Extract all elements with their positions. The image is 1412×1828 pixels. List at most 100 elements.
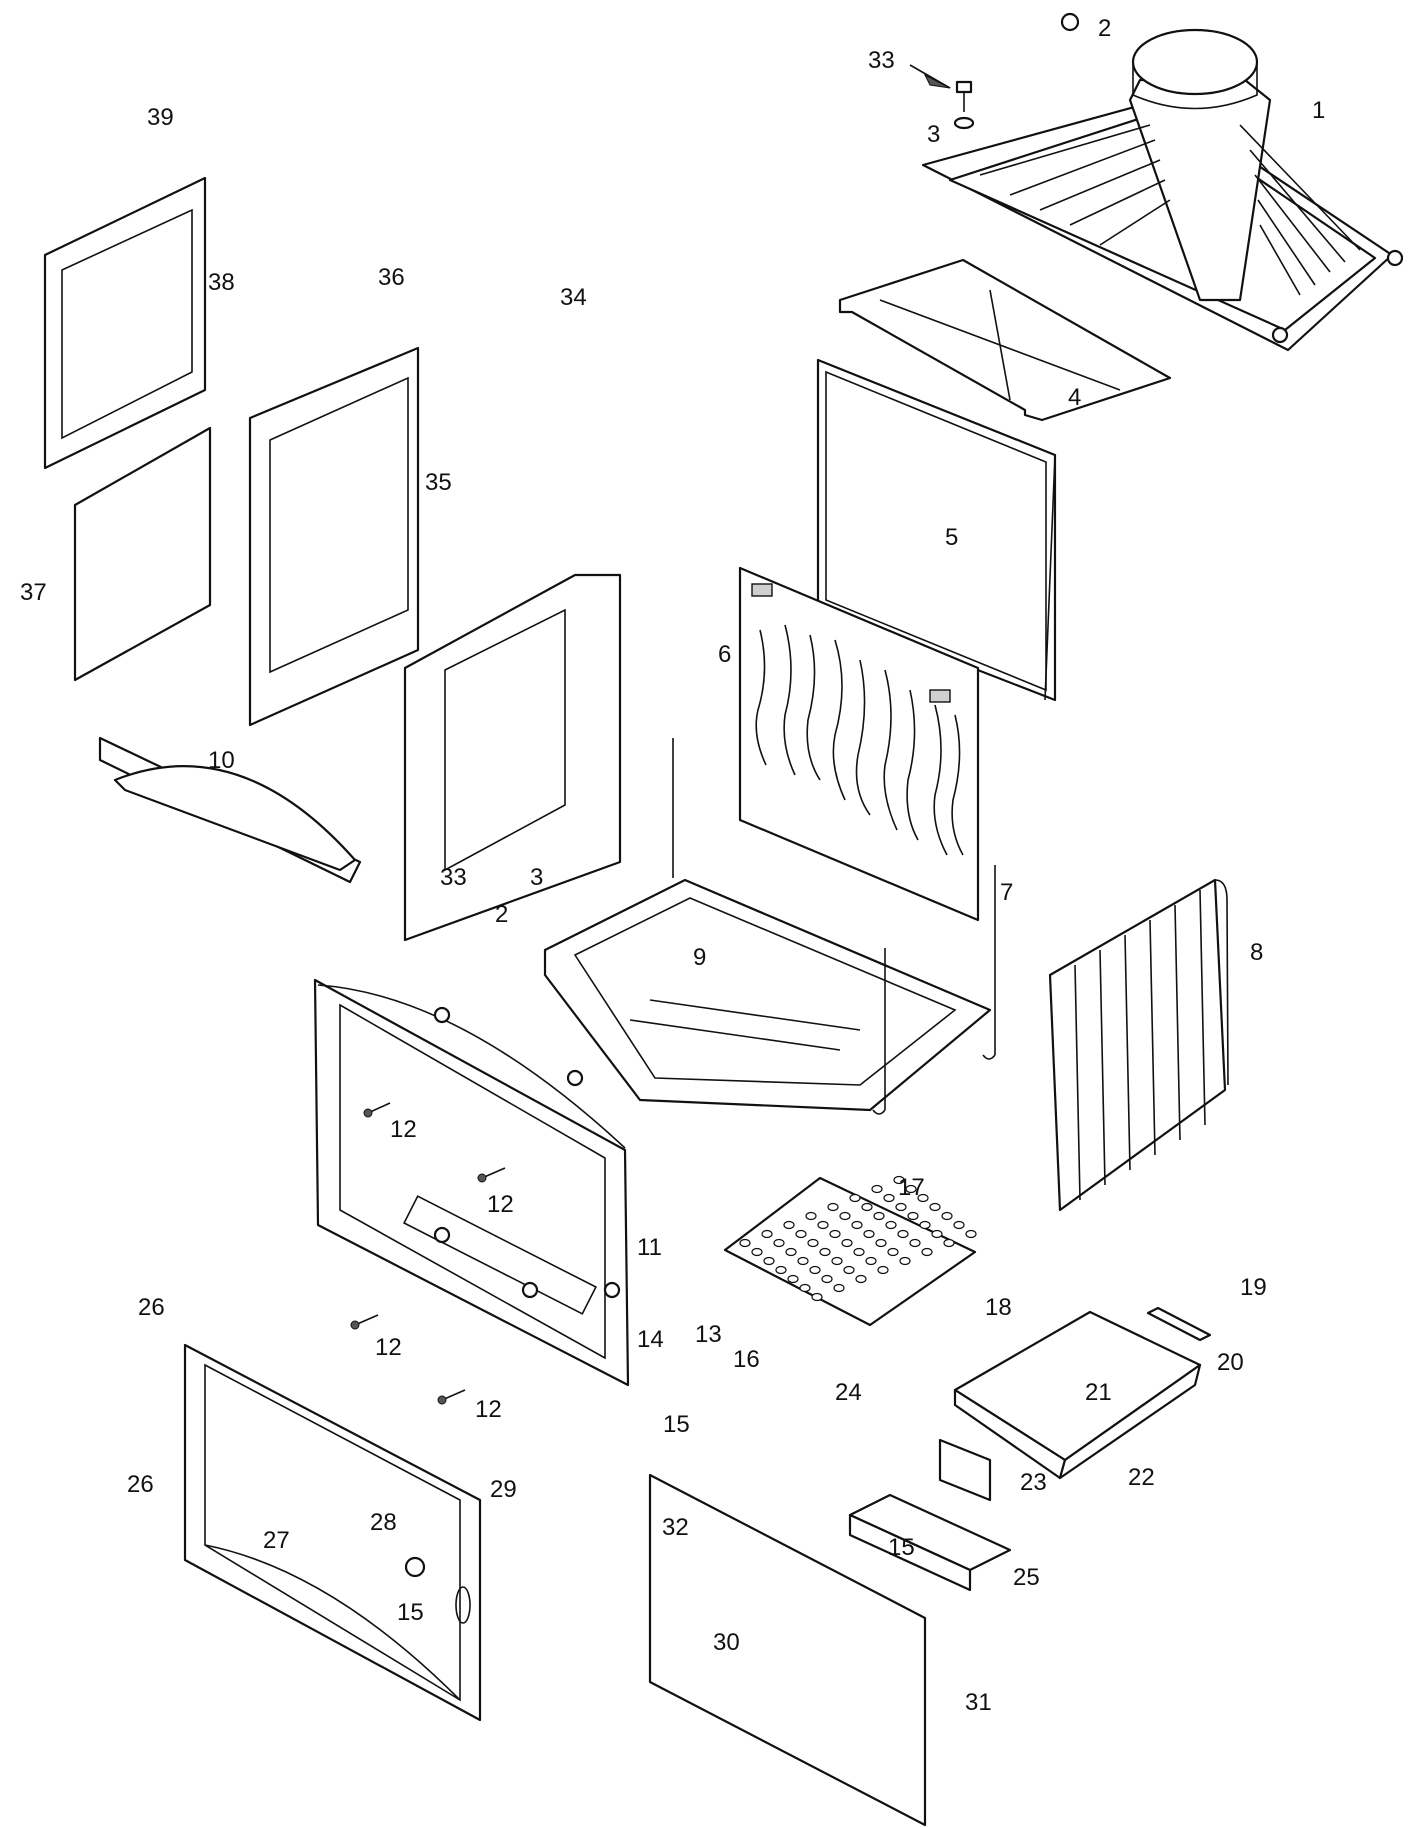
grate-hole (855, 1274, 867, 1284)
label-28: 28 (370, 1509, 397, 1536)
grate-hole (895, 1202, 907, 1212)
grate-hole (907, 1211, 919, 1221)
grate-hole (785, 1247, 797, 1257)
grate-hole (811, 1292, 823, 1302)
label-36: 36 (378, 264, 405, 291)
label-12d: 12 (475, 1396, 502, 1423)
label-30: 30 (713, 1629, 740, 1656)
label-38: 38 (208, 269, 235, 296)
label-2b: 2 (495, 901, 508, 928)
label-23: 23 (1020, 1469, 1047, 1496)
grate-hole (819, 1247, 831, 1257)
part-9-base-pan (543, 738, 992, 1115)
part-33-bolt-top (909, 64, 975, 130)
part-10-trim (98, 736, 362, 884)
part-37-glass-pane (73, 426, 212, 682)
label-14: 14 (637, 1326, 664, 1353)
part-29-door (183, 1343, 482, 1722)
grate-hole (941, 1211, 953, 1221)
grate-hole (887, 1247, 899, 1257)
part-1-top-hood (921, 12, 1404, 352)
part-5-back-panel (816, 358, 1057, 702)
label-2: 2 (1098, 15, 1111, 42)
label-15a: 15 (663, 1411, 690, 1438)
label-7: 7 (1000, 879, 1013, 906)
part-35-side-panel (248, 346, 420, 727)
grate-hole (795, 1229, 807, 1239)
part-34-side-liner (403, 573, 622, 942)
label-18: 18 (985, 1294, 1012, 1321)
part-4-baffle-plate (838, 258, 1172, 422)
grate-hole (751, 1247, 763, 1257)
label-32: 32 (662, 1514, 689, 1541)
label-4: 4 (1068, 384, 1081, 411)
grate-hole (839, 1211, 851, 1221)
grate-hole (763, 1256, 775, 1266)
part-8-side-panel (1048, 878, 1229, 1212)
label-24: 24 (835, 1379, 862, 1406)
grate-hole (863, 1229, 875, 1239)
grate-hole (783, 1220, 795, 1230)
grate-hole (953, 1220, 965, 1230)
label-9: 9 (693, 944, 706, 971)
grate-hole (893, 1175, 905, 1185)
grate-hole (873, 1211, 885, 1221)
label-12a: 12 (390, 1116, 417, 1143)
label-15b: 15 (888, 1534, 915, 1561)
grate-hole (929, 1202, 941, 1212)
grate-hole (905, 1184, 917, 1194)
grate-hole (799, 1283, 811, 1293)
grate-hole (833, 1283, 845, 1293)
grate-hole (861, 1202, 873, 1212)
part-labels: 1 2 3 33 4 5 6 7 8 9 10 11 12 12 12 12 2… (20, 15, 1325, 1716)
part-6-fireback-panel (738, 566, 980, 922)
grate-hole (797, 1256, 809, 1266)
label-11: 11 (637, 1234, 662, 1261)
label-39: 39 (147, 104, 174, 131)
label-35: 35 (425, 469, 452, 496)
grate-hole (877, 1265, 889, 1275)
label-20: 20 (1217, 1349, 1244, 1376)
grate-hole (853, 1247, 865, 1257)
grate-hole (885, 1220, 897, 1230)
label-25: 25 (1013, 1564, 1040, 1591)
label-26a: 26 (138, 1294, 165, 1321)
grate-hole (897, 1229, 909, 1239)
part-23-vent (938, 1438, 992, 1502)
label-8: 8 (1250, 939, 1263, 966)
label-21: 21 (1085, 1379, 1112, 1406)
grate-hole (931, 1229, 943, 1239)
grate-hole (827, 1202, 839, 1212)
grate-hole (917, 1193, 929, 1203)
grate-hole (821, 1274, 833, 1284)
grate-hole (773, 1238, 785, 1248)
label-19: 19 (1240, 1274, 1267, 1301)
label-33b: 33 (440, 864, 467, 891)
grate-hole (849, 1193, 861, 1203)
grate-hole (809, 1265, 821, 1275)
label-13: 13 (695, 1321, 722, 1348)
part-20-strip (1146, 1306, 1212, 1342)
label-5: 5 (945, 524, 958, 551)
grate-hole (829, 1229, 841, 1239)
grate-hole (909, 1238, 921, 1248)
grate-hole (787, 1274, 799, 1284)
grate-hole (761, 1229, 773, 1239)
label-37: 37 (20, 579, 47, 606)
grate-hole (919, 1220, 931, 1230)
label-10: 10 (208, 747, 235, 774)
label-16: 16 (733, 1346, 760, 1373)
grate-hole (883, 1193, 895, 1203)
label-12b: 12 (487, 1191, 514, 1218)
grate-hole (875, 1238, 887, 1248)
part-38-frame (43, 176, 207, 470)
label-26b: 26 (127, 1471, 154, 1498)
label-6: 6 (718, 641, 731, 668)
part-7-rod (982, 865, 996, 1060)
grate-hole (841, 1238, 853, 1248)
label-27: 27 (263, 1527, 290, 1554)
label-29: 29 (490, 1476, 517, 1503)
grate-hole (943, 1238, 955, 1248)
grate-hole (871, 1184, 883, 1194)
